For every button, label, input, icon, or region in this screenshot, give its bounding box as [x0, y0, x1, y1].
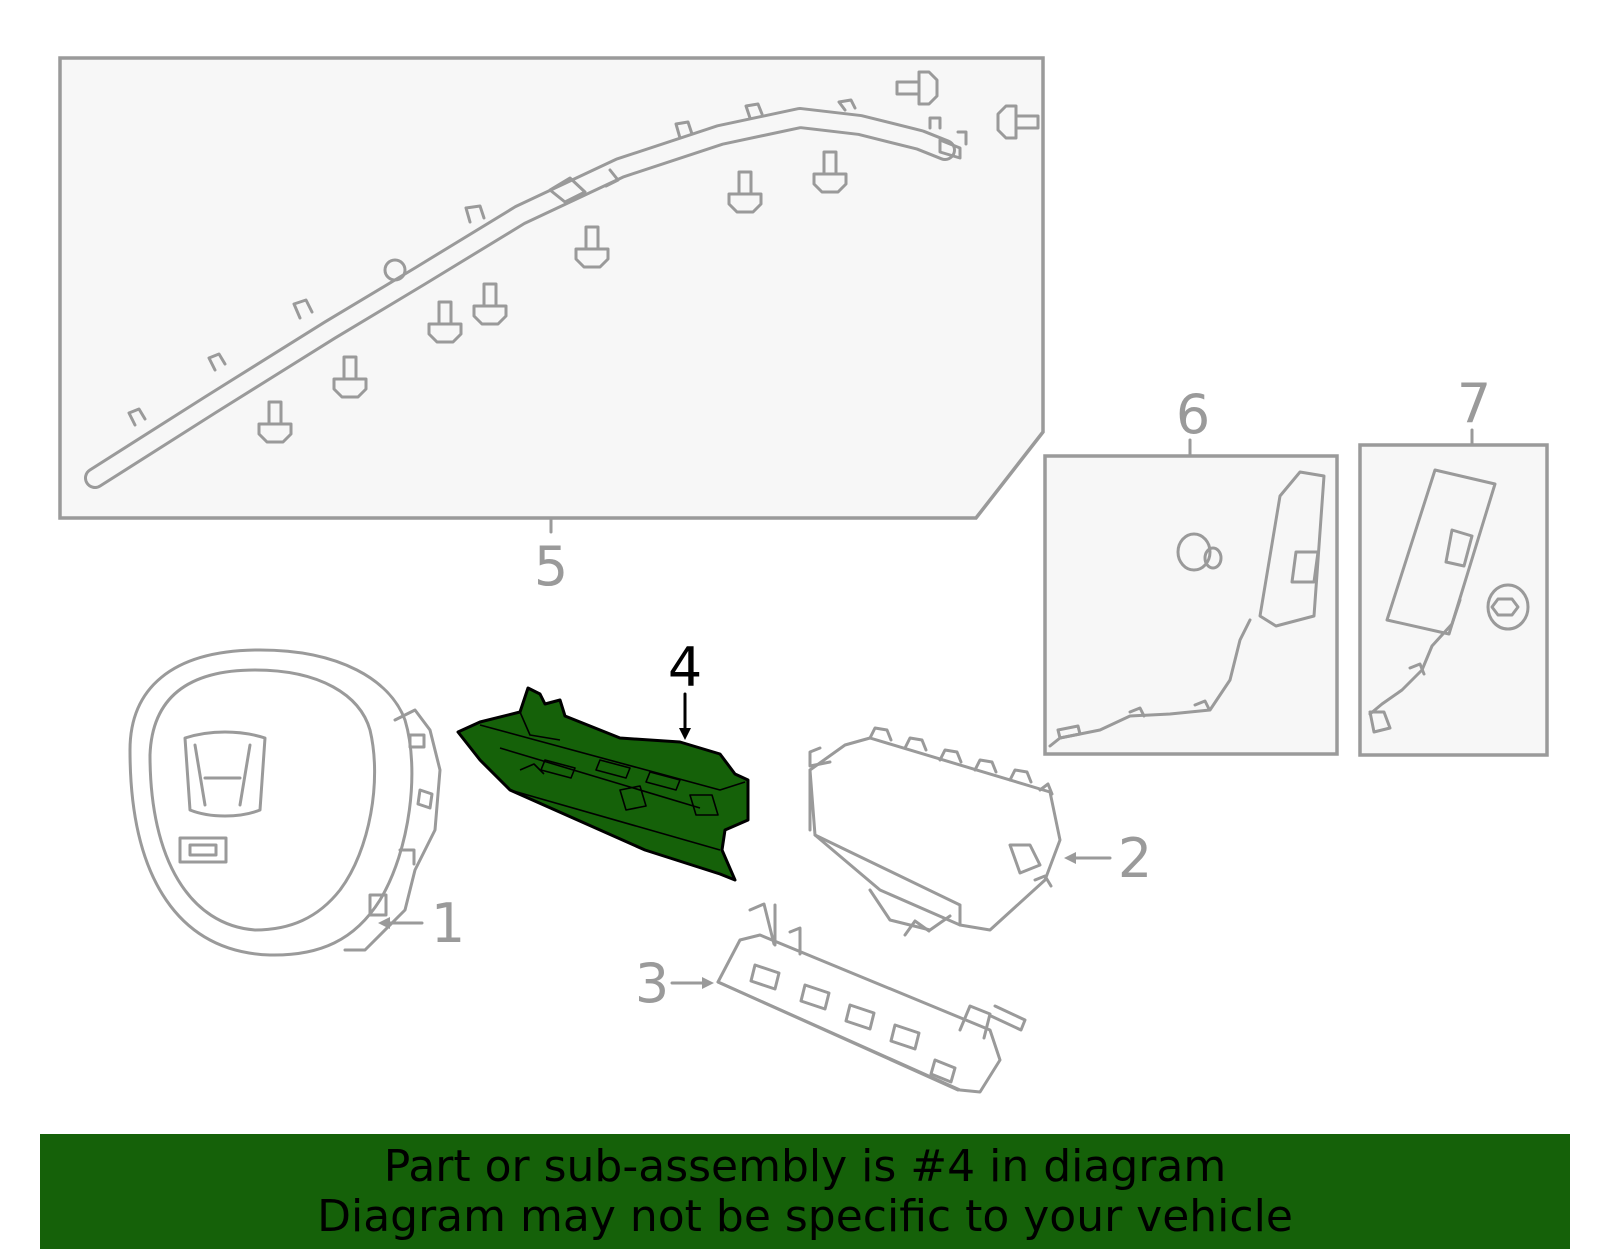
banner-line-2: Diagram may not be specific to your vehi…	[317, 1190, 1293, 1242]
callout-2-label: 2	[1118, 827, 1152, 890]
part-1-driver-airbag-group[interactable]: 1	[128, 648, 465, 957]
parts-diagram: 5 6 7	[58, 56, 1549, 1094]
part-4-shape[interactable]	[456, 686, 750, 882]
part-7-airbag-group[interactable]: 7	[1358, 372, 1549, 757]
bolt-icons	[257, 70, 1040, 444]
part-4-highlighted-group[interactable]: 4	[456, 636, 750, 882]
callout-1-arrow-icon	[378, 917, 390, 929]
callout-3-label: 3	[635, 952, 669, 1015]
callout-4-label: 4	[668, 636, 702, 699]
info-banner: Part or sub-assembly is #4 in diagram Di…	[40, 1134, 1570, 1249]
part-3-knee-airbag-group[interactable]: 3	[635, 902, 1027, 1094]
callout-6-label: 6	[1176, 383, 1210, 446]
part-6-side-airbag-group[interactable]: 6	[1043, 383, 1339, 756]
part-7-box	[1358, 443, 1549, 757]
callout-4-arrow-icon	[679, 728, 691, 740]
callout-1-label: 1	[431, 892, 465, 955]
part-2-passenger-airbag-group[interactable]: 2	[808, 726, 1152, 937]
callout-2-arrow-icon	[1064, 852, 1076, 864]
banner-line-1: Part or sub-assembly is #4 in diagram	[383, 1140, 1227, 1192]
part-5-box	[58, 56, 1045, 520]
callout-3-arrow-icon	[702, 977, 714, 989]
callout-5-label: 5	[534, 535, 568, 598]
part-6-box	[1043, 454, 1339, 756]
callout-7-label: 7	[1457, 372, 1491, 435]
part-5-curtain-airbag-group[interactable]: 5	[58, 56, 1045, 598]
